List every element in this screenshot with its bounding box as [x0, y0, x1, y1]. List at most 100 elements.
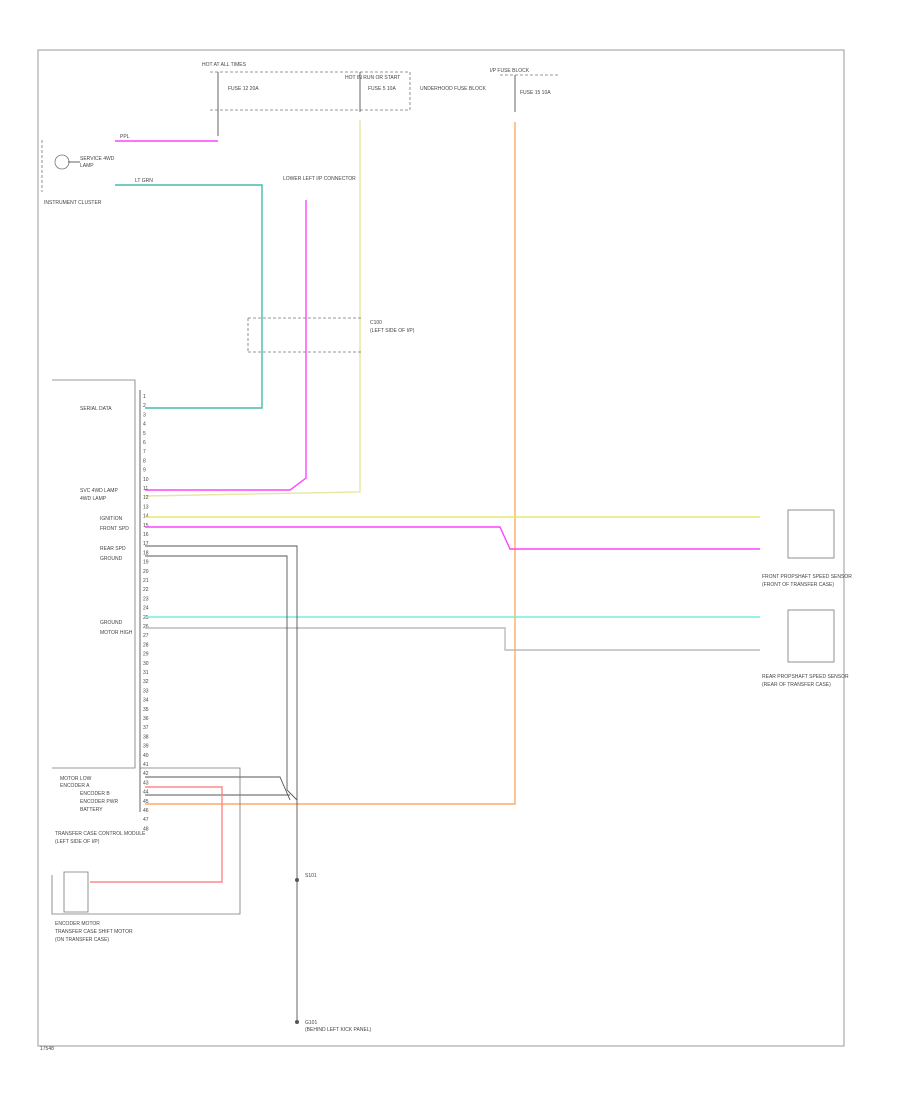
module-pin-4: 4	[143, 422, 146, 428]
module-enc-b-label: ENCODER B	[80, 791, 110, 797]
module-pin-47: 47	[143, 817, 149, 823]
module-pin-36: 36	[143, 716, 149, 722]
module-4wd-label: 4WD LAMP	[80, 496, 107, 502]
module-loc-label: (LEFT SIDE OF I/P)	[55, 839, 100, 845]
ground-loc-label: (BEHIND LEFT KICK PANEL)	[305, 1027, 372, 1033]
shift-motor-label: TRANSFER CASE SHIFT MOTOR	[55, 929, 133, 935]
module-pin-3: 3	[143, 412, 146, 418]
hot-at-all-times-label: HOT AT ALL TIMES	[202, 62, 247, 68]
rear-sensor-loc-label: (REAR OF TRANSFER CASE)	[762, 682, 831, 688]
module-pin-10: 10	[143, 477, 149, 483]
wire-red-encoder	[90, 786, 223, 883]
module-ign-label: IGNITION	[100, 516, 123, 522]
module-svc-label: SVC 4WD LAMP	[80, 488, 118, 494]
fuse-ign-label: FUSE 15 10A	[520, 90, 551, 96]
module-pin-18: 18	[143, 550, 149, 556]
ground-label: G101	[305, 1020, 317, 1026]
ground-splice: S101 G101 (BEHIND LEFT KICK PANEL)	[295, 873, 372, 1033]
module-pin-2: 2	[143, 403, 146, 409]
module-pin-19: 19	[143, 560, 149, 566]
module-pin-20: 20	[143, 569, 149, 575]
diagram-frame	[37, 49, 845, 1047]
module-pin-list: 1234567891011121314151617181920212223242…	[143, 394, 149, 832]
front-sensor-loc-label: (FRONT OF TRANSFER CASE)	[762, 582, 834, 588]
rear-sensor-label: REAR PROPSHAFT SPEED SENSOR	[762, 674, 849, 680]
module-pin-37: 37	[143, 725, 149, 731]
module-pin-24: 24	[143, 606, 149, 612]
module-pin-48: 48	[143, 826, 149, 832]
wire-ltgrn-label: LT GRN	[135, 178, 153, 184]
footer-code: 17548	[40, 1046, 54, 1052]
module-pin-15: 15	[143, 523, 149, 529]
transfer-case-module: TRANSFER CASE CONTROL MODULE (LEFT SIDE …	[52, 379, 146, 845]
fuse-block-right: I/P FUSE BLOCK FUSE 15 10A	[490, 68, 560, 112]
wire-black-ground-2	[145, 555, 298, 801]
shift-motor-loc-label: (ON TRANSFER CASE)	[55, 937, 109, 943]
module-pin-29: 29	[143, 652, 149, 658]
module-pin-21: 21	[143, 578, 149, 584]
service-lamp-label: SERVICE 4WD	[80, 156, 115, 162]
module-pin-22: 22	[143, 587, 149, 593]
module-pin-26: 26	[143, 624, 149, 630]
module-pin-17: 17	[143, 541, 149, 547]
fuse-block-top: HOT AT ALL TIMES HOT IN RUN OR START FUS…	[202, 62, 487, 136]
module-pin-33: 33	[143, 688, 149, 694]
module-pin-11: 11	[143, 486, 148, 492]
module-gnd2-label: GROUND	[100, 620, 123, 626]
fuse-block-label: UNDERHOOD FUSE BLOCK	[420, 86, 487, 92]
module-pin-40: 40	[143, 753, 149, 759]
module-motor-low-label: MOTOR LOW	[60, 776, 92, 782]
module-pin-39: 39	[143, 744, 149, 750]
front-speed-sensor: FRONT PROPSHAFT SPEED SENSOR (FRONT OF T…	[762, 509, 852, 588]
module-motor-high-label: MOTOR HIGH	[100, 630, 133, 636]
wire-pink-front	[145, 526, 760, 550]
front-sensor-label: FRONT PROPSHAFT SPEED SENSOR	[762, 574, 852, 580]
wire-pink-svc	[145, 200, 307, 491]
fuse-ecm-label: FUSE 12 20A	[228, 86, 259, 92]
module-pin-35: 35	[143, 707, 149, 713]
module-pin-1: 1	[143, 394, 146, 400]
module-pin-44: 44	[143, 790, 149, 796]
module-rear-spd-label: REAR SPD	[100, 546, 126, 552]
module-pin-16: 16	[143, 532, 149, 538]
module-pin-12: 12	[143, 495, 149, 501]
module-pin-41: 41	[143, 762, 149, 768]
module-pin-27: 27	[143, 633, 149, 639]
module-pin-6: 6	[143, 440, 146, 446]
module-front-spd-label: FRONT SPD	[100, 526, 129, 532]
module-pin-31: 31	[143, 670, 149, 676]
ground-splice-label: S101	[305, 873, 317, 879]
module-pin-32: 32	[143, 679, 149, 685]
lower-left-ip-label: LOWER LEFT I/P CONNECTOR	[283, 176, 356, 182]
instrument-cluster-label: INSTRUMENT CLUSTER	[44, 200, 102, 206]
wire-black-ground-1	[145, 545, 298, 1020]
module-pin-28: 28	[143, 642, 149, 648]
instrument-cluster: SERVICE 4WD LAMP INSTRUMENT CLUSTER	[41, 140, 115, 206]
module-pin-7: 7	[143, 449, 146, 455]
module-gnd1-label: GROUND	[100, 556, 123, 562]
ip-fuse-block-label: I/P FUSE BLOCK	[490, 68, 530, 74]
encoder-motor-label: ENCODER MOTOR	[55, 921, 100, 927]
connector-c100: C100 (LEFT SIDE OF I/P)	[247, 317, 415, 353]
module-pin-34: 34	[143, 698, 149, 704]
module-pin-45: 45	[143, 799, 149, 805]
wire-green-serial	[115, 184, 263, 409]
wire-gray-rear	[145, 627, 760, 651]
rear-speed-sensor: REAR PROPSHAFT SPEED SENSOR (REAR OF TRA…	[762, 609, 849, 688]
wire-orange-battery	[145, 122, 516, 805]
module-pin-43: 43	[143, 780, 149, 786]
wire-ppl-top-label: PPL	[120, 134, 130, 140]
module-pin-23: 23	[143, 596, 149, 602]
module-pin-5: 5	[143, 431, 146, 437]
fuse-ctrl-label: FUSE 5 10A	[368, 86, 396, 92]
module-battery-label: BATTERY	[80, 807, 103, 813]
module-pin-25: 25	[143, 615, 149, 621]
module-pin-30: 30	[143, 661, 149, 667]
wire-yellow-4wd	[144, 120, 361, 497]
module-label: TRANSFER CASE CONTROL MODULE	[55, 831, 146, 837]
module-pin-46: 46	[143, 808, 149, 814]
connector-c100-label: C100	[370, 320, 382, 326]
lamp-text-label: LAMP	[80, 163, 94, 169]
